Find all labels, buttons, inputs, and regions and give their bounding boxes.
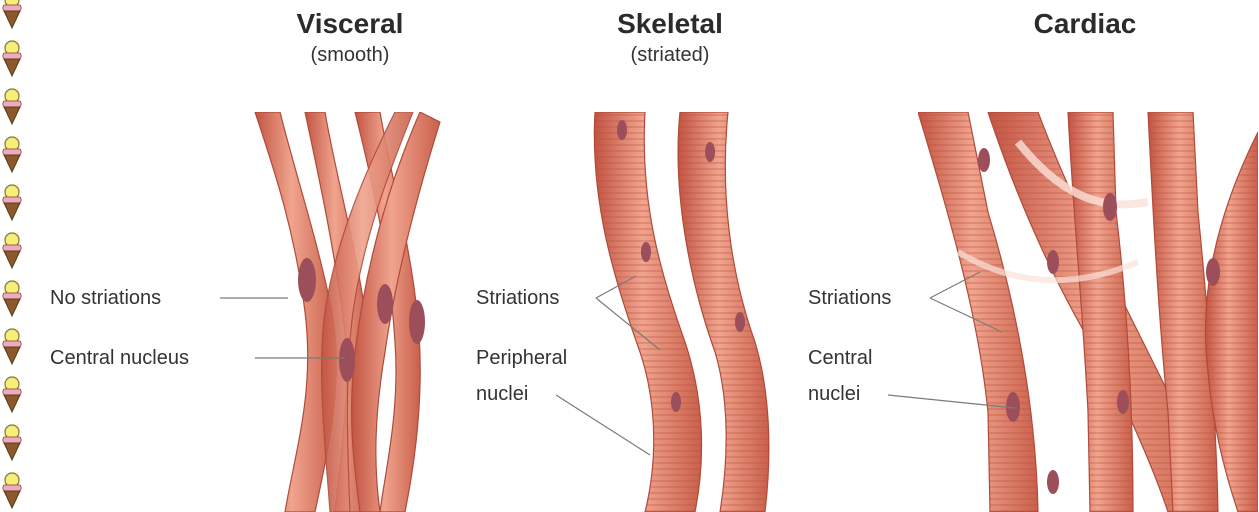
label-cardiac-striations: Striations: [808, 285, 891, 312]
label-skeletal-nuclei: nuclei: [476, 381, 528, 408]
label-central-nucleus: Central nucleus: [50, 345, 189, 372]
label-cardiac-nuclei: nuclei: [808, 381, 860, 408]
label-skeletal-striations: Striations: [476, 285, 559, 312]
label-no-striations: No striations: [50, 285, 161, 312]
label-peripheral: Peripheral: [476, 345, 567, 372]
label-central: Central: [808, 345, 872, 372]
